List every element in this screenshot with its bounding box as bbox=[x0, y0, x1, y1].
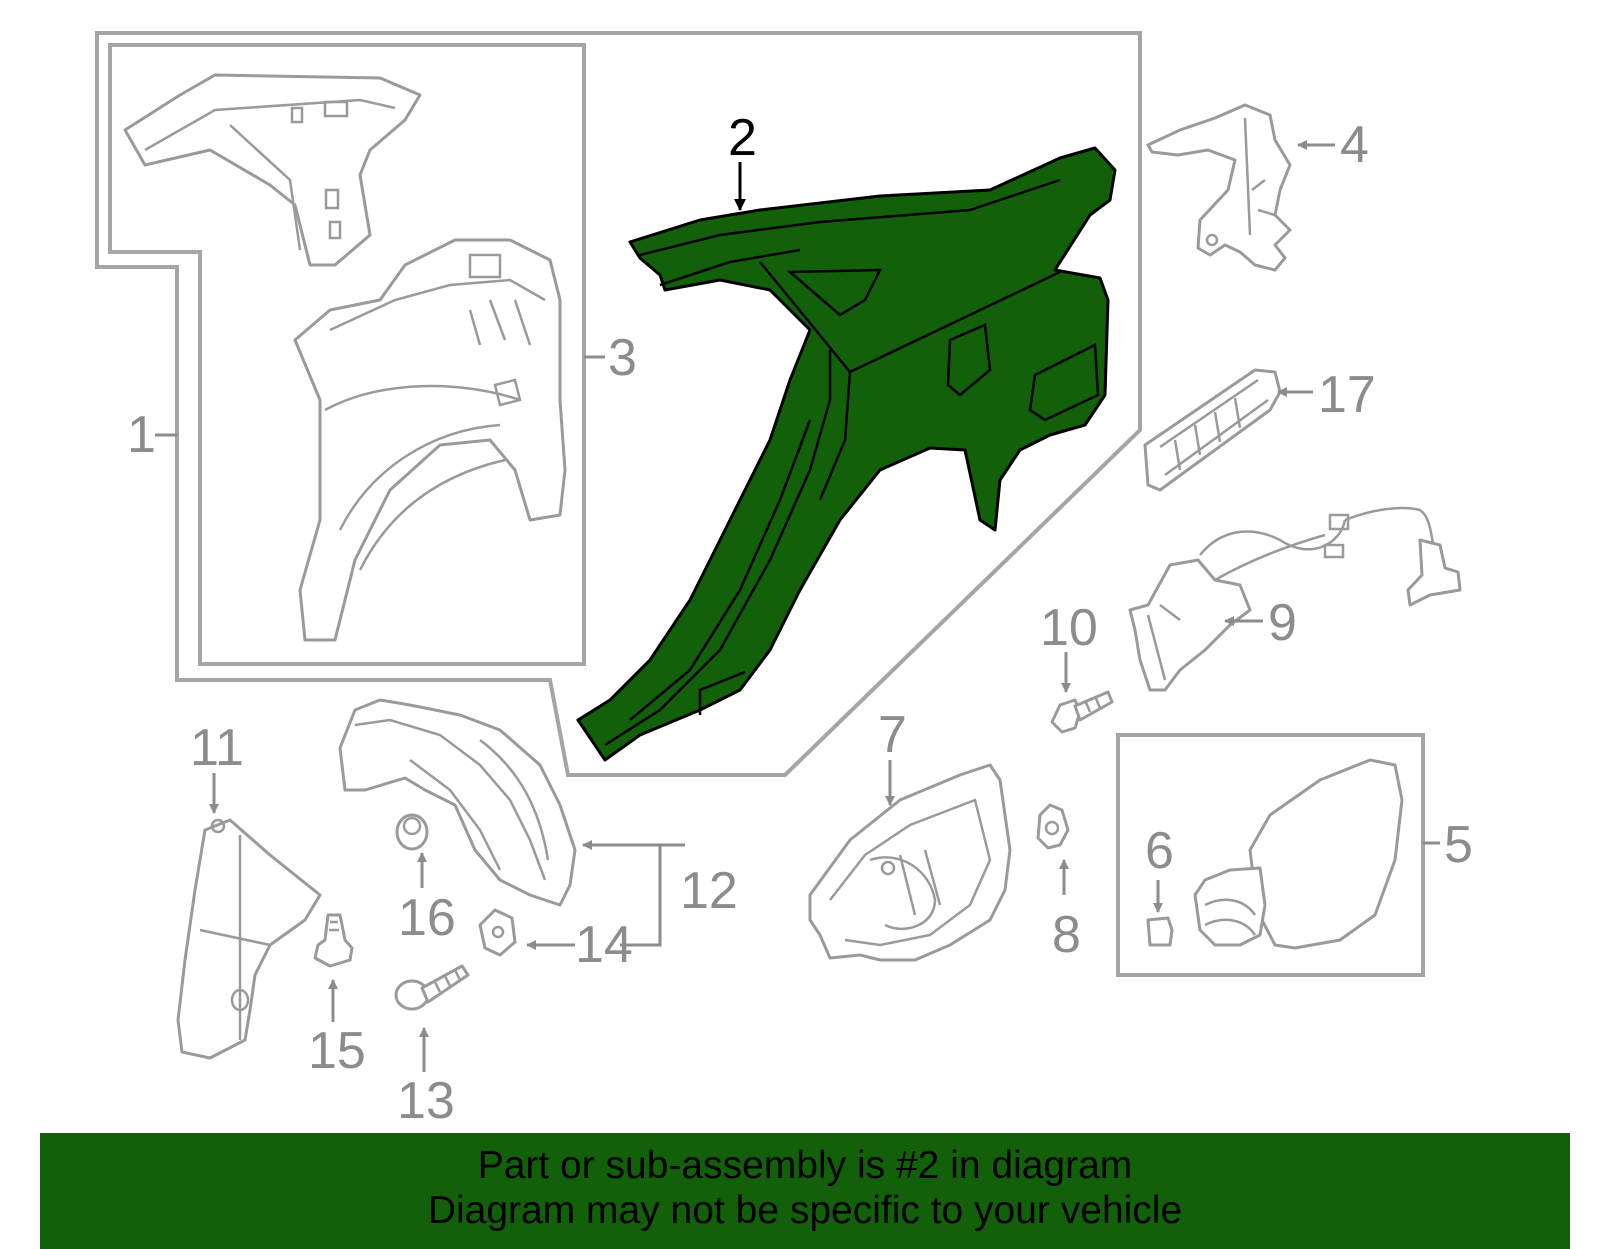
callout-17: 17 bbox=[1318, 366, 1376, 424]
callout-7: 7 bbox=[878, 706, 907, 764]
callout-13: 13 bbox=[397, 1072, 455, 1130]
inner-wheelhouse-panel-part[interactable] bbox=[293, 238, 567, 642]
leader-12 bbox=[583, 845, 685, 947]
callout-1: 1 bbox=[127, 406, 156, 464]
assembly-frame-1 bbox=[95, 31, 1142, 777]
upper-rail-member-part[interactable] bbox=[123, 73, 422, 267]
callout-8: 8 bbox=[1052, 906, 1081, 964]
bolt-part-10[interactable] bbox=[1050, 690, 1114, 734]
trim-piece-part-17[interactable] bbox=[1143, 368, 1282, 492]
wheelhouse-liner-part-12[interactable] bbox=[338, 698, 577, 907]
gasket-part-8[interactable] bbox=[1036, 803, 1070, 850]
assembly-frame-5 bbox=[1116, 733, 1425, 977]
callout-9: 9 bbox=[1268, 594, 1297, 652]
callout-14: 14 bbox=[575, 916, 633, 974]
callout-4: 4 bbox=[1340, 116, 1369, 174]
clip-part-6[interactable] bbox=[1146, 916, 1174, 947]
grommet-part-16[interactable] bbox=[395, 813, 429, 851]
callout-5: 5 bbox=[1444, 816, 1473, 874]
bracket-part-4[interactable] bbox=[1146, 103, 1292, 272]
screw-part-13[interactable] bbox=[394, 964, 470, 1011]
callout-6: 6 bbox=[1145, 822, 1174, 880]
quarter-panel-part-2[interactable] bbox=[576, 146, 1117, 762]
clip-part-15[interactable] bbox=[313, 913, 354, 968]
callout-labels: 1 2 3 4 5 6 7 8 9 10 11 12 13 14 15 16 1… bbox=[127, 109, 1473, 1130]
callout-15: 15 bbox=[308, 1022, 366, 1080]
callout-16: 16 bbox=[398, 889, 456, 947]
callout-3: 3 bbox=[608, 329, 637, 387]
callout-11: 11 bbox=[190, 719, 244, 777]
callout-12: 12 bbox=[680, 862, 738, 920]
nut-part-14[interactable] bbox=[478, 908, 517, 957]
banner-line-disclaimer: Diagram may not be specific to your vehi… bbox=[427, 1189, 1183, 1232]
info-banner: Part or sub-assembly is #2 in diagram Di… bbox=[40, 1133, 1570, 1249]
fuel-door-part-5[interactable] bbox=[1193, 758, 1404, 950]
callout-10: 10 bbox=[1040, 599, 1098, 657]
assembly-frame-3 bbox=[108, 43, 586, 666]
actuator-part-9[interactable] bbox=[1128, 506, 1462, 692]
banner-line-part-number: Part or sub-assembly is #2 in diagram bbox=[477, 1144, 1133, 1187]
fuel-filler-housing-part-7[interactable] bbox=[808, 763, 1012, 962]
leader-lines bbox=[155, 140, 1440, 1072]
trim-panel-part-11[interactable] bbox=[176, 818, 322, 1060]
callout-2: 2 bbox=[728, 109, 757, 167]
